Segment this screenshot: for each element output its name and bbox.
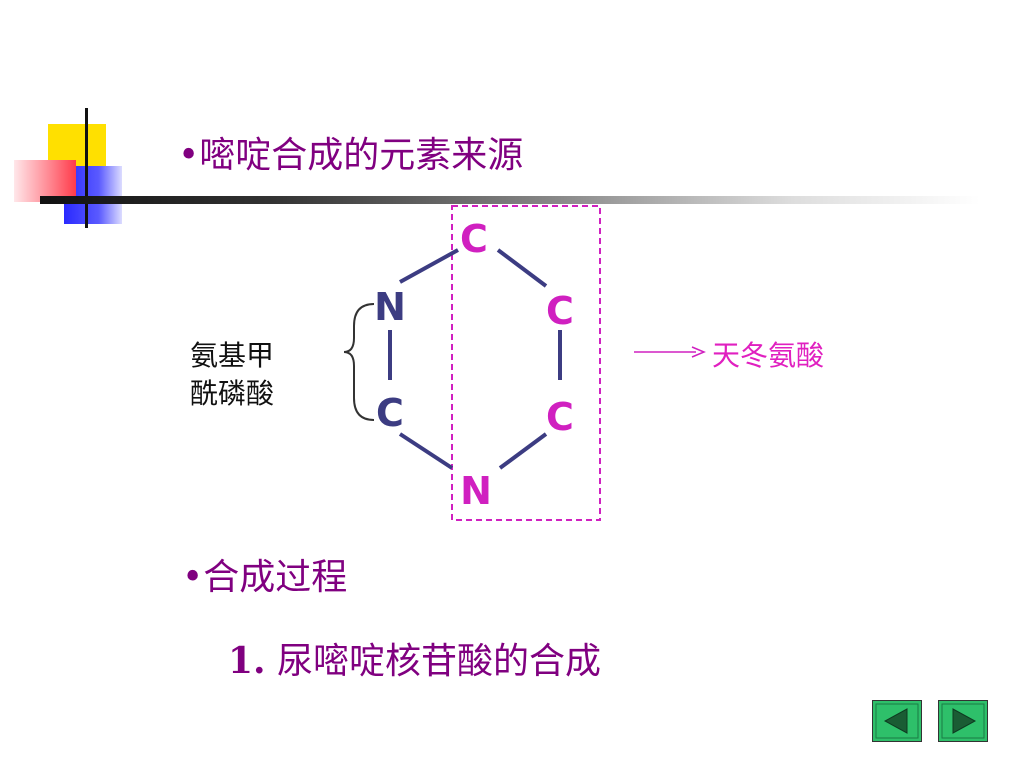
carbamoyl-phosphate-label-line-2: 酰磷酸 (190, 377, 275, 410)
carbamoyl-bracket (343, 303, 375, 421)
atom-lower-right: C (546, 395, 574, 439)
atom-upper-left: N (374, 285, 406, 329)
bond-top-upper-right (496, 248, 548, 288)
bond-lower-right-bottom (498, 432, 548, 470)
aspartate-label: 天冬氨酸 (712, 339, 825, 372)
heading-element-sources: •嘧啶合成的元素来源 (178, 135, 524, 176)
atom-upper-right: C (546, 289, 574, 333)
subheading-text: 尿嘧啶核苷酸的合成 (277, 641, 602, 682)
heading-synthesis-process-text: 合成过程 (203, 557, 348, 598)
next-slide-button[interactable] (938, 700, 988, 742)
title-rule (40, 196, 980, 204)
subheading-ump-synthesis: 1. 尿嘧啶核苷酸的合成 (228, 632, 601, 684)
pyrimidine-ring-diagram: C N C C C N (343, 205, 601, 521)
atom-lower-left: C (376, 391, 404, 435)
decor-red-square (14, 160, 76, 202)
bond-top-upper-left (399, 248, 459, 284)
bond-lower-left-bottom (398, 432, 454, 470)
aspartate-highlight-box (451, 205, 601, 521)
heading-synthesis-process: •合成过程 (182, 557, 348, 598)
triangle-left-icon (875, 703, 919, 739)
atom-top: C (460, 217, 488, 261)
carbamoyl-phosphate-label-line-1: 氨基甲 (190, 339, 275, 372)
aspartate-arrow (634, 346, 706, 358)
subheading-number: 1. (228, 640, 266, 682)
prev-slide-button[interactable] (872, 700, 922, 742)
heading-element-sources-text: 嘧啶合成的元素来源 (199, 135, 524, 176)
decor-vertical-line (85, 108, 88, 228)
atom-bottom: N (460, 469, 492, 513)
triangle-right-icon (941, 703, 985, 739)
